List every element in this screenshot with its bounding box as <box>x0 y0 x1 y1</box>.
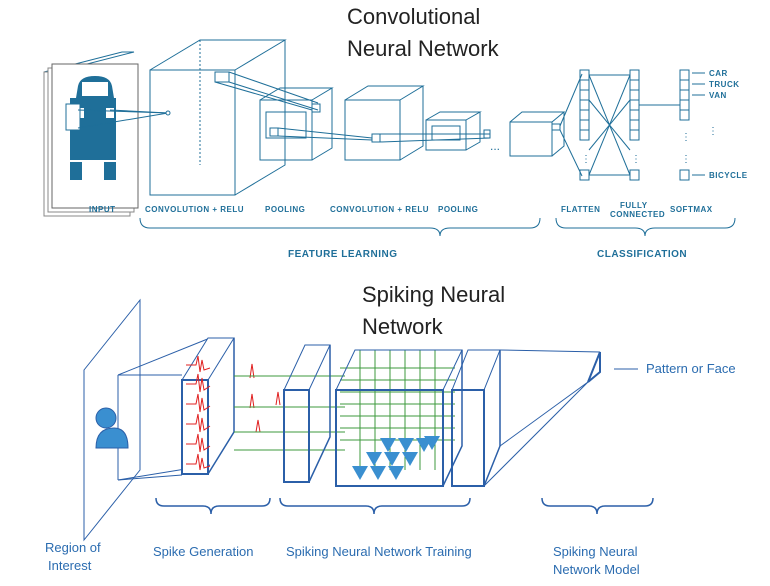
car-icon <box>65 76 116 180</box>
cnn-ellipsis: ... <box>490 139 500 153</box>
stage-label-fc-line2: CONNECTED <box>610 210 665 219</box>
stage-label-training: Spiking Neural Network Training <box>286 544 472 559</box>
training-brace <box>279 497 471 515</box>
output-frustum <box>483 349 638 487</box>
stage-label-roi-line1: Region of <box>45 540 101 555</box>
stage-label-conv1: CONVOLUTION + RELU <box>145 205 244 214</box>
stage-label-softmax: SOFTMAX <box>670 205 713 214</box>
snn-title-line1: Spiking Neural <box>362 282 505 307</box>
stage-label-fc-line1: FULLY <box>620 201 648 210</box>
stage-label-model-line2: Network Model <box>553 562 640 577</box>
neuron-triangles <box>352 436 440 480</box>
snn-braces <box>155 497 654 515</box>
group-label-feature-learning: FEATURE LEARNING <box>288 249 397 260</box>
snn-diagram <box>83 298 211 542</box>
output-label-truck: TRUCK <box>709 80 740 89</box>
stage-label-pool2: POOLING <box>438 205 478 214</box>
training-slab-1 <box>283 344 331 483</box>
conv1-box <box>149 39 287 196</box>
neuron-icon <box>380 438 396 452</box>
stage-label-conv2: CONVOLUTION + RELU <box>330 205 429 214</box>
stage-label-roi-line2: Interest <box>48 558 92 573</box>
training-block <box>335 349 463 487</box>
svg-text:⋮: ⋮ <box>708 126 718 137</box>
output-label-pattern-face: Pattern or Face <box>646 361 736 376</box>
spike-trains <box>186 355 281 471</box>
cnn-title-line2: Neural Network <box>347 36 500 61</box>
neuron-icon <box>370 466 386 480</box>
feature-map-final <box>509 111 566 157</box>
neuron-icon <box>388 466 404 480</box>
output-label-car: CAR <box>709 69 728 78</box>
spike-generation-brace <box>155 497 271 515</box>
snn-title-line2: Network <box>362 314 444 339</box>
roi-plane <box>83 298 141 542</box>
pool1-box <box>259 87 334 161</box>
svg-text:⋮: ⋮ <box>581 154 591 165</box>
neuron-icon <box>384 452 400 466</box>
svg-text:⋮: ⋮ <box>681 132 691 143</box>
stage-label-model-line1: Spiking Neural <box>553 544 638 559</box>
cnn-diagram: ... ⋮ <box>43 39 736 237</box>
classification-brace <box>555 217 736 237</box>
stage-label-input: INPUT <box>89 205 116 214</box>
flatten-column: ⋮ <box>579 69 591 181</box>
neuron-icon <box>366 452 382 466</box>
neuron-icon <box>352 466 368 480</box>
conv2-box <box>344 85 425 161</box>
stage-label-flatten: FLATTEN <box>561 205 600 214</box>
pool2-box <box>425 111 491 151</box>
stage-label-spike-generation: Spike Generation <box>153 544 253 559</box>
neuron-icon <box>402 452 418 466</box>
cnn-title-line1: Convolutional <box>347 4 480 29</box>
output-label-van: VAN <box>709 91 727 100</box>
neuron-icon <box>398 438 414 452</box>
group-label-classification: CLASSIFICATION <box>597 249 687 260</box>
softmax-column: ⋮ ⋮ ⋮ <box>679 69 718 181</box>
svg-text:⋮: ⋮ <box>631 154 641 165</box>
model-brace <box>541 497 654 515</box>
training-slab-2 <box>451 349 501 487</box>
stage-label-pool1: POOLING <box>265 205 305 214</box>
spike-generation-slab <box>181 337 235 475</box>
feature-learning-brace <box>139 217 541 237</box>
output-label-bicycle: BICYCLE <box>709 171 748 180</box>
synapse-lines <box>234 350 455 470</box>
neuron-icon <box>424 436 440 450</box>
svg-text:⋮: ⋮ <box>681 154 691 165</box>
fully-connected-column: ⋮ <box>629 69 641 181</box>
person-icon <box>95 407 129 449</box>
